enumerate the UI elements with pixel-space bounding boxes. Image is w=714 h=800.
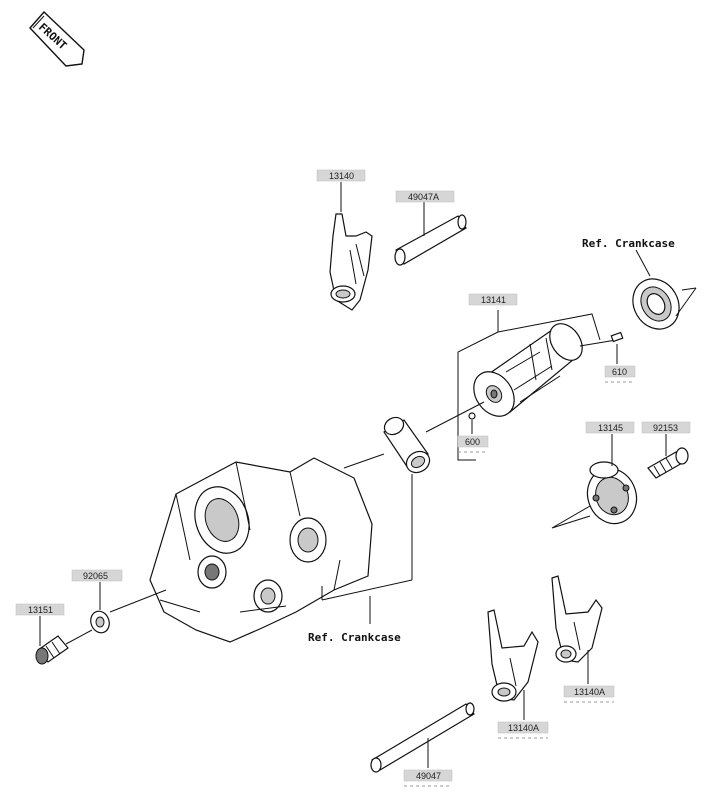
ref-crankcase-top: Ref. Crankcase [582,237,675,250]
part-label-92065: 92065 [83,571,108,581]
label-box-13140A-left [497,721,549,734]
part-label-49047A: 49047A [408,192,439,202]
part-label-92153: 92153 [653,423,678,433]
label-box-49047A [395,190,455,203]
part-label-13151: 13151 [28,605,53,615]
part-label-13141: 13141 [481,295,506,305]
bolt-92153 [647,447,689,479]
label-box-92065 [71,569,123,582]
bolt-13151 [35,635,69,665]
label-box-610 [604,365,636,378]
part-label-610: 610 [612,367,627,377]
label-box-13145 [585,421,635,434]
label-box-13140A-right [563,685,615,698]
shift-fork-13140A-left [487,609,539,702]
pin-600 [468,412,476,420]
part-label-13140: 13140 [329,171,354,181]
label-box-13141 [468,293,518,306]
part-label-600: 600 [465,437,480,447]
label-box-49047 [403,769,453,782]
ref-crankcase-bottom: Ref. Crankcase [308,631,401,644]
shaft-49047A [394,214,467,266]
shift-fork-13140A-right [551,575,603,663]
shaft-49047 [370,702,475,773]
crankcase [149,457,373,643]
part-label-13140A-right: 13140A [574,687,605,697]
shift-cam-13145 [586,461,638,525]
bearing-top-right [632,278,680,330]
shift-drum-13141 [473,323,583,417]
label-box-600 [457,435,489,448]
part-label-49047: 49047 [416,771,441,781]
front-arrow-badge: FRONT [29,10,85,67]
part-label-13140A-left: 13140A [508,723,539,733]
pin-610 [610,331,624,343]
label-box-13151 [15,603,65,616]
part-label-13145: 13145 [598,423,623,433]
shift-fork-13140 [329,213,373,311]
label-box-92153 [641,421,691,434]
bearing-center [383,416,431,474]
washer-92065 [90,610,110,634]
label-box-13140 [316,169,366,182]
